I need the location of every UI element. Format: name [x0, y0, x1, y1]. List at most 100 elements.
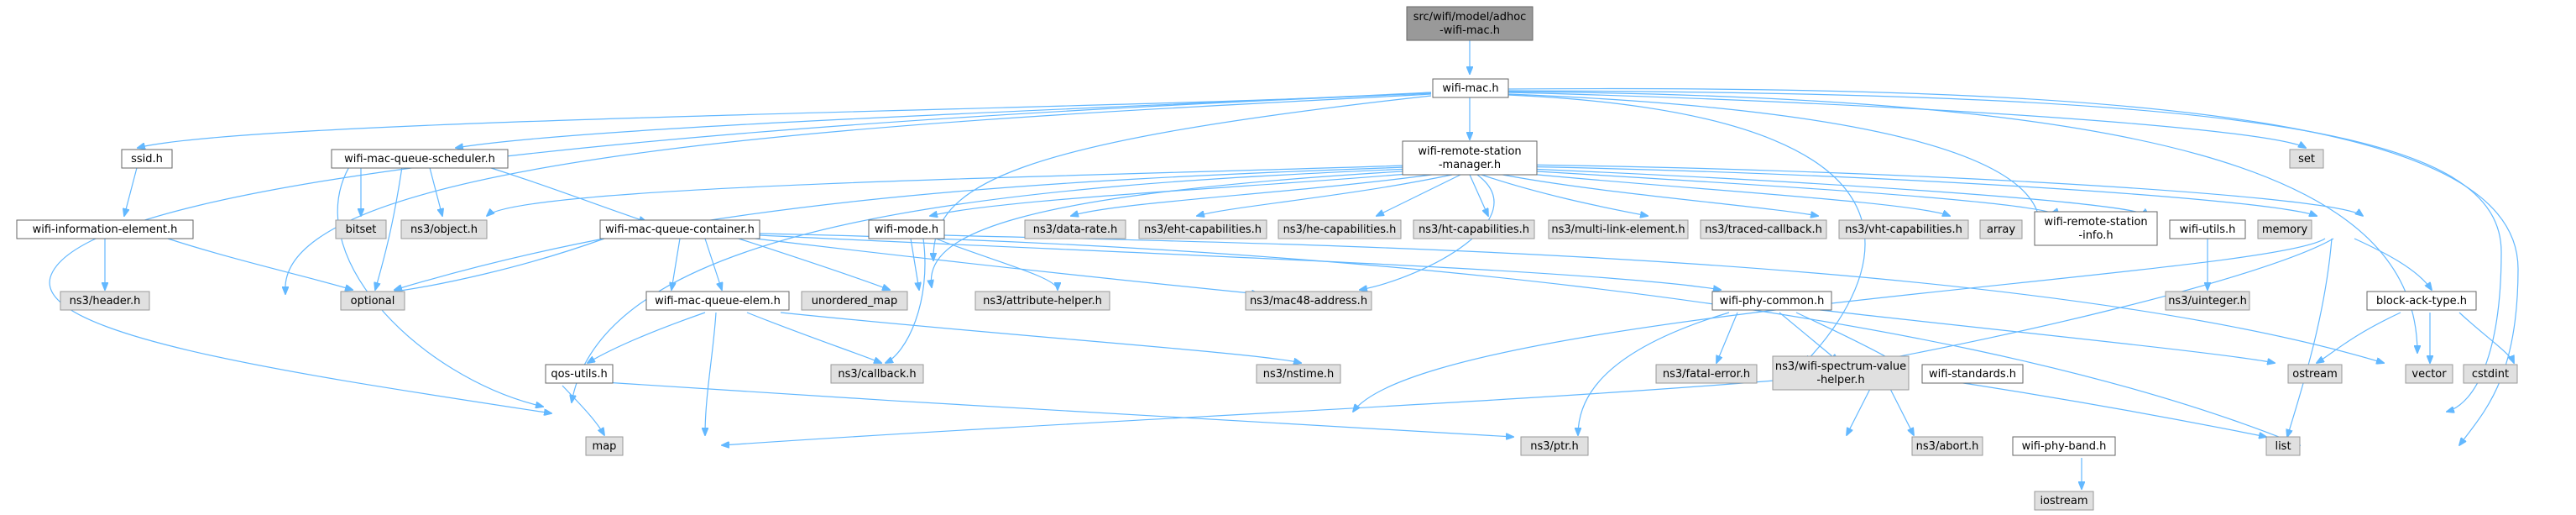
edge-wrsm-memory [1507, 164, 2363, 216]
node-ostream[interactable]: ostream [2287, 364, 2343, 384]
edge-wmqc-list [759, 233, 2300, 445]
edge-phy-spectrum [1779, 312, 1838, 361]
svg-text:optional: optional [351, 295, 395, 307]
node-memory[interactable]: memory [2257, 219, 2312, 239]
node-array[interactable]: array [1979, 219, 2023, 239]
node-bitset[interactable]: bitset [335, 219, 387, 239]
svg-text:block-ack-type.h: block-ack-type.h [2376, 295, 2467, 307]
edge-wrsm-ht [1469, 174, 1488, 216]
node-ns3-he-capabilities[interactable]: ns3/he-capabilities.h [1278, 219, 1402, 239]
edge-wifimac-list-right [1507, 90, 2502, 412]
node-ns3-attribute-helper[interactable]: ns3/attribute-helper.h [974, 291, 1110, 311]
node-ns3-uinteger[interactable]: ns3/uinteger.h [2165, 291, 2250, 311]
svg-text:ns3/uinteger.h: ns3/uinteger.h [2168, 295, 2247, 307]
svg-text:wifi-mode.h: wifi-mode.h [875, 223, 938, 236]
edge-standards-phyband [1888, 385, 1914, 435]
edge-wrsm-eht [1197, 174, 1453, 216]
svg-text:src/wifi/model/adhoc: src/wifi/model/adhoc [1413, 11, 1527, 24]
node-unordered-map[interactable]: unordered_map [801, 291, 908, 311]
node-block-ack-type[interactable]: block-ack-type.h [2366, 291, 2477, 311]
svg-text:ostream: ostream [2292, 368, 2338, 381]
node-ns3-fatal-error[interactable]: ns3/fatal-error.h [1655, 364, 1758, 384]
edge-wrsm-datarate [1071, 172, 1445, 216]
edge-wmqs-optional [375, 160, 404, 290]
edge-wifimode-callback [886, 238, 926, 363]
edge-wmqc-wmqe [704, 238, 722, 290]
svg-text:ns3/fatal-error.h: ns3/fatal-error.h [1663, 368, 1750, 381]
svg-text:-info.h: -info.h [2078, 229, 2113, 242]
node-wifi-mac-queue-scheduler[interactable]: wifi-mac-queue-scheduler.h [331, 149, 509, 169]
edge-wifiutils-bat [2354, 238, 2432, 290]
svg-text:wifi-phy-common.h: wifi-phy-common.h [1720, 295, 1825, 307]
node-ns3-eht-capabilities[interactable]: ns3/eht-capabilities.h [1138, 219, 1267, 239]
node-wifi-mac-queue-elem[interactable]: wifi-mac-queue-elem.h [645, 291, 790, 311]
node-qos-utils[interactable]: qos-utils.h [545, 364, 614, 384]
node-ns3-traced-callback[interactable]: ns3/traced-callback.h [1700, 219, 1827, 239]
node-cstdint[interactable]: cstdint [2463, 364, 2518, 384]
node-vector[interactable]: vector [2405, 364, 2453, 384]
node-wifi-mode[interactable]: wifi-mode.h [868, 219, 945, 239]
edge-wifimac-vector [1507, 91, 2417, 353]
node-map[interactable]: map [585, 436, 624, 456]
edge-wrsm-array [1507, 169, 2059, 216]
node-wifi-utils[interactable]: wifi-utils.h [2169, 219, 2246, 239]
node-ns3-callback[interactable]: ns3/callback.h [830, 364, 924, 384]
edge-wmqe-nstime [780, 312, 1301, 363]
edge-bat-ostream [2317, 312, 2401, 363]
svg-text:qos-utils.h: qos-utils.h [551, 368, 607, 381]
node-ns3-multi-link-element[interactable]: ns3/multi-link-element.h [1548, 219, 1689, 239]
svg-text:wifi-mac.h: wifi-mac.h [1442, 82, 1498, 95]
edge-wmqc-mac48 [755, 238, 1259, 294]
svg-text:wifi-phy-band.h: wifi-phy-band.h [2022, 440, 2107, 453]
node-wifi-remote-station-info[interactable]: wifi-remote-station -info.h [2034, 211, 2158, 246]
node-ssid[interactable]: ssid.h [121, 149, 173, 169]
node-set[interactable]: set [2289, 149, 2324, 169]
edge-wmqc-optional [394, 238, 605, 292]
svg-text:ns3/attribute-helper.h: ns3/attribute-helper.h [983, 295, 1102, 307]
node-wifi-mac[interactable]: wifi-mac.h [1432, 78, 1509, 98]
node-ns3-ptr[interactable]: ns3/ptr.h [1520, 436, 1589, 456]
edge-phy-ptr [1578, 312, 1730, 435]
node-ns3-abort[interactable]: ns3/abort.h [1911, 436, 1983, 456]
node-ns3-header[interactable]: ns3/header.h [60, 291, 150, 311]
svg-text:vector: vector [2411, 368, 2447, 381]
dependency-edges [49, 40, 2519, 489]
node-ns3-mac48-address[interactable]: ns3/mac48-address.h [1245, 291, 1372, 311]
node-wifi-mac-queue-container[interactable]: wifi-mac-queue-container.h [599, 219, 760, 239]
edge-wmqs-wmqc [469, 160, 646, 222]
node-optional[interactable]: optional [340, 291, 405, 311]
node-wifi-phy-common[interactable]: wifi-phy-common.h [1711, 291, 1832, 311]
svg-text:wifi-utils.h: wifi-utils.h [2180, 223, 2236, 236]
node-ns3-object[interactable]: ns3/object.h [400, 219, 488, 239]
edge-qos-map [562, 385, 604, 435]
node-ns3-vht-capabilities[interactable]: ns3/vht-capabilities.h [1838, 219, 1969, 239]
node-ns3-wifi-spectrum-value-helper[interactable]: ns3/wifi-spectrum-value -helper.h [1772, 355, 1910, 391]
svg-text:wifi-standards.h: wifi-standards.h [1929, 368, 2016, 381]
node-wifi-information-element[interactable]: wifi-information-element.h [16, 219, 194, 239]
edge-wmqe-callback [746, 312, 881, 363]
edge-standards-list [1930, 377, 2266, 437]
edge-wmqs-object [427, 160, 442, 216]
edge-standards-abort [1847, 385, 1873, 435]
edge-phy-fatal [1716, 312, 1738, 363]
node-wifi-standards[interactable]: wifi-standards.h [1921, 364, 2024, 384]
node-wifi-phy-band[interactable]: wifi-phy-band.h [2012, 436, 2116, 456]
node-root[interactable]: src/wifi/model/adhoc -wifi-mac.h [1406, 6, 1534, 41]
edge-standards-map [722, 377, 1805, 445]
edge-ssid-wie [124, 164, 138, 216]
node-ns3-nstime[interactable]: ns3/nstime.h [1256, 364, 1341, 384]
edge-wmqe-qos [588, 312, 706, 363]
node-list[interactable]: list [2265, 436, 2301, 456]
svg-text:wifi-mac-queue-elem.h: wifi-mac-queue-elem.h [655, 295, 781, 307]
svg-text:unordered_map: unordered_map [812, 295, 898, 307]
node-ns3-ht-capabilities[interactable]: ns3/ht-capabilities.h [1413, 219, 1535, 239]
node-iostream[interactable]: iostream [2034, 491, 2094, 511]
node-ns3-data-rate[interactable]: ns3/data-rate.h [1024, 219, 1126, 239]
edge-phy-ostream [1812, 308, 2275, 363]
node-wifi-remote-station-manager[interactable]: wifi-remote-station -manager.h [1402, 140, 1538, 176]
svg-text:ns3/ht-capabilities.h: ns3/ht-capabilities.h [1419, 223, 1529, 236]
edge-wrsm-wifiutils [1507, 166, 2317, 216]
svg-text:ns3/wifi-spectrum-value: ns3/wifi-spectrum-value [1775, 360, 1906, 373]
edge-wmqc-umap [738, 238, 890, 290]
